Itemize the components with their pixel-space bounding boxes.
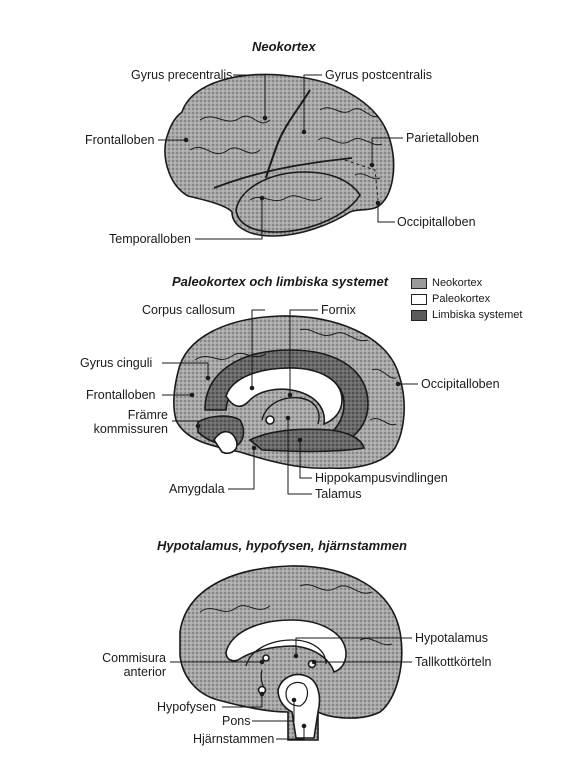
- neokortex-brain-lateral: [164, 73, 395, 237]
- label-commisura-line2: anterior: [123, 665, 166, 679]
- label-gyrus-cinguli: Gyrus cinguli: [80, 356, 153, 370]
- legend-swatch-limbiska: [411, 310, 427, 321]
- label-hypofysen: Hypofysen: [157, 700, 217, 714]
- label-framre-line2: kommissuren: [93, 422, 168, 436]
- label-occipitalloben-medial: Occipitalloben: [421, 377, 500, 391]
- neokortex-leader-lines: [158, 74, 403, 240]
- legend-label-paleokortex: Paleokortex: [432, 293, 491, 305]
- label-hjarnstammen: Hjärnstammen: [193, 732, 275, 746]
- label-hypotalamus: Hypotalamus: [415, 631, 488, 645]
- label-frontalloben: Frontalloben: [85, 133, 155, 147]
- label-temporalloben: Temporalloben: [109, 232, 191, 246]
- section-title-hypotalamus: Hypotalamus, hypofysen, hjärnstammen: [157, 538, 407, 553]
- label-talamus: Talamus: [315, 487, 362, 501]
- label-occipitalloben: Occipitalloben: [397, 215, 476, 229]
- label-amygdala: Amygdala: [169, 482, 225, 496]
- label-gyrus-precentralis: Gyrus precentralis: [131, 68, 233, 82]
- section-title-neokortex: Neokortex: [252, 39, 316, 54]
- legend-swatch-neokortex: [411, 278, 427, 289]
- hypothalamus-leader-lines: [170, 637, 412, 740]
- section-title-paleokortex: Paleokortex och limbiska systemet: [172, 274, 389, 289]
- label-framre-line1: Främre: [127, 408, 168, 422]
- label-commisura-anterior: Commisura anterior: [84, 651, 166, 679]
- label-gyrus-postcentralis: Gyrus postcentralis: [325, 68, 432, 82]
- label-frontalloben-medial: Frontalloben: [86, 388, 156, 402]
- limbic-brain-medial: [173, 315, 405, 470]
- legend-swatch-paleokortex: [411, 294, 427, 305]
- legend-label-limbiska: Limbiska systemet: [432, 309, 523, 321]
- label-commisura-line1: Commisura: [102, 651, 166, 665]
- legend-label-neokortex: Neokortex: [432, 277, 483, 289]
- label-tallkottkorteln: Tallkottkörteln: [415, 655, 492, 669]
- label-corpus-callosum: Corpus callosum: [142, 303, 236, 317]
- limbic-leader-lines: [162, 309, 418, 495]
- label-parietalloben: Parietalloben: [406, 131, 479, 145]
- label-fornix: Fornix: [321, 303, 356, 317]
- hypothalamus-brain-medial: [179, 565, 403, 741]
- label-hippokampusvindlingen: Hippokampusvindlingen: [315, 471, 448, 485]
- label-framre-kommissuren: Främre kommissuren: [84, 408, 168, 436]
- label-pons: Pons: [222, 714, 251, 728]
